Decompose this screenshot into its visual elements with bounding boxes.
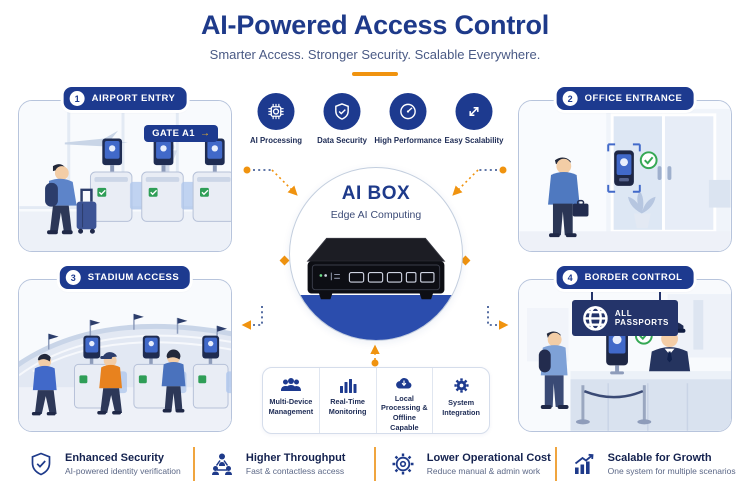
- feature-local-processing: Local Processing & Offline Capable: [377, 368, 434, 433]
- gate-a1-sign: GATE A1 →: [144, 125, 218, 142]
- feature-real-time-monitoring: Real-Time Monitoring: [320, 368, 377, 433]
- panel-header-label: STADIUM ACCESS: [87, 272, 180, 283]
- capability-label: High Performance: [374, 136, 442, 145]
- feature-label: Multi-Device Management: [268, 397, 314, 416]
- shield-check-icon: [323, 93, 361, 130]
- airport-scene-illustration: GATE A1 →: [18, 100, 232, 252]
- office-scene-illustration: [518, 100, 732, 252]
- ai-box-feature-card: Multi-Device Management Real-Time Monito…: [262, 367, 490, 434]
- expand-arrows-icon: [455, 93, 493, 130]
- ai-chip-icon: [257, 93, 295, 130]
- panel-header-label: BORDER CONTROL: [584, 272, 683, 283]
- benefit-divider: [193, 447, 195, 481]
- benefit-subtitle: Reduce manual & admin work: [426, 466, 541, 477]
- gear-icon: [454, 378, 469, 393]
- benefit-scalable-for-growth: Scalable for Growth One system for multi…: [569, 449, 736, 479]
- benefit-divider: [374, 447, 376, 481]
- panel-header-label: OFFICE ENTRANCE: [584, 93, 683, 104]
- panel-stadium-access: 3 STADIUM ACCESS: [18, 266, 232, 432]
- sign-hanger-line: [659, 282, 661, 301]
- feature-multi-device: Multi-Device Management: [263, 368, 320, 433]
- bar-chart-icon: [339, 379, 357, 393]
- benefit-title: Scalable for Growth: [607, 451, 712, 464]
- benefit-subtitle: AI-powered identity verification: [65, 466, 181, 477]
- throughput-network-icon: [207, 449, 237, 479]
- arrow-right-icon: →: [200, 128, 210, 139]
- page-title: AI-Powered Access Control: [200, 10, 550, 40]
- capability-label: AI Processing: [250, 136, 302, 145]
- border-scene-illustration: ALL PASSPORTS: [518, 279, 732, 432]
- gate-a1-sign-text: GATE A1: [152, 128, 195, 139]
- speedometer-icon: [389, 93, 427, 130]
- feature-label: System Integration: [442, 398, 480, 417]
- benefit-title: Lower Operational Cost: [426, 451, 551, 464]
- benefit-enhanced-security: Enhanced Security AI-powered identity ve…: [26, 449, 181, 479]
- benefit-title: Higher Throughput: [245, 451, 346, 464]
- panel-airport-entry: GATE A1 → 1 AIRPORT ENTRY: [18, 87, 232, 252]
- panel-header-stadium-access: 3 STADIUM ACCESS: [59, 266, 191, 289]
- page-subtitle: Smarter Access. Stronger Security. Scala…: [209, 47, 541, 62]
- step-number-badge: 4: [562, 270, 578, 285]
- growth-chart-icon: [569, 449, 599, 479]
- ai-box-subtitle: Edge AI Computing: [330, 209, 422, 221]
- panel-header-airport-entry: 1 AIRPORT ENTRY: [63, 87, 187, 110]
- capability-icon-row: AI Processing Data Security High Perform…: [249, 93, 504, 145]
- benefit-subtitle: One system for multiple scenarios: [607, 466, 736, 477]
- globe-icon: [583, 305, 608, 331]
- feature-system-integration: System Integration: [433, 368, 489, 433]
- capability-high-performance: High Performance: [374, 93, 442, 145]
- capability-data-security: Data Security: [315, 93, 370, 145]
- gear-outline-icon: [388, 449, 418, 479]
- sign-hanger-line: [591, 282, 593, 301]
- capability-label: Easy Scalability: [444, 136, 504, 145]
- benefits-bar: Enhanced Security AI-powered identity ve…: [0, 447, 750, 481]
- benefit-higher-throughput: Higher Throughput Fast & contactless acc…: [207, 449, 362, 479]
- step-number-badge: 3: [65, 270, 81, 285]
- cloud-download-icon: [396, 378, 412, 389]
- ai-box-hub: AI BOX Edge AI Computing: [289, 167, 463, 341]
- step-number-badge: 1: [69, 91, 85, 106]
- benefit-divider: [555, 447, 557, 481]
- shield-check-outline-icon: [26, 449, 56, 479]
- all-passports-sign-text: ALL PASSPORTS: [614, 308, 669, 327]
- panel-office-entrance: 2 OFFICE ENTRANCE: [518, 87, 732, 252]
- circle-blue-base: [290, 295, 462, 340]
- capability-ai-processing: AI Processing: [249, 93, 304, 145]
- ai-box-device-illustration: [306, 237, 446, 300]
- capability-label: Data Security: [317, 136, 367, 145]
- step-number-badge: 2: [562, 91, 578, 106]
- panel-header-office-entrance: 2 OFFICE ENTRANCE: [556, 87, 694, 110]
- multi-user-icon: [280, 378, 301, 391]
- capability-easy-scalability: Easy Scalability: [444, 93, 504, 145]
- header-accent-divider: [352, 72, 398, 76]
- benefit-title: Enhanced Security: [65, 451, 165, 464]
- feature-label: Real-Time Monitoring: [328, 397, 367, 416]
- feature-label: Local Processing & Offline Capable: [381, 393, 428, 433]
- benefit-subtitle: Fast & contactless access: [245, 466, 345, 477]
- panel-header-label: AIRPORT ENTRY: [91, 93, 176, 104]
- panel-border-control: ALL PASSPORTS 4 BORDER CONTROL: [518, 266, 732, 432]
- all-passports-sign: ALL PASSPORTS: [572, 300, 678, 336]
- benefit-lower-operational-cost: Lower Operational Cost Reduce manual & a…: [388, 449, 551, 479]
- stadium-scene-illustration: [18, 279, 232, 432]
- ai-box-title: AI BOX: [341, 183, 411, 204]
- panel-header-border-control: 4 BORDER CONTROL: [556, 266, 694, 289]
